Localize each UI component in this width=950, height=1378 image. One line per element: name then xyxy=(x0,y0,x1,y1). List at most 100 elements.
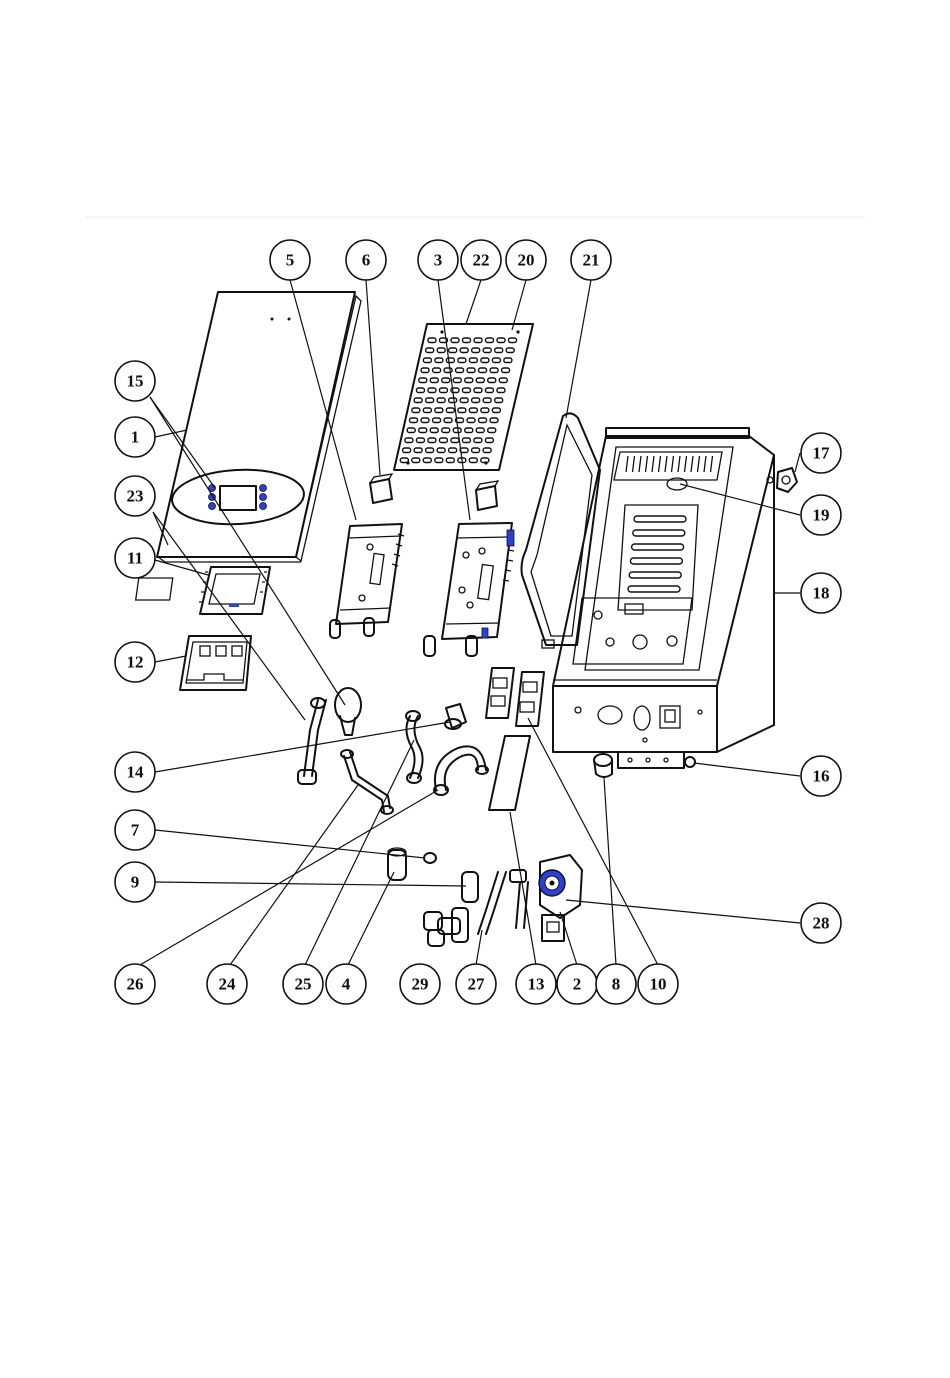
callout-3: 3 xyxy=(418,240,458,280)
svg-text:6: 6 xyxy=(362,251,371,270)
main-chassis-box xyxy=(553,428,774,752)
outlet-fitting xyxy=(594,754,612,777)
grille-slot xyxy=(444,368,452,373)
callout-29: 29 xyxy=(400,964,440,1004)
grille-slot xyxy=(476,428,484,433)
grille-slot xyxy=(451,438,459,443)
grille-slot xyxy=(456,368,464,373)
grille-slot xyxy=(446,408,454,413)
grille-slot xyxy=(472,348,480,353)
svg-text:26: 26 xyxy=(127,975,144,994)
svg-text:14: 14 xyxy=(127,763,145,782)
callout-1: 1 xyxy=(115,417,155,457)
grille-slot xyxy=(412,408,420,413)
chassis-vent xyxy=(646,456,648,472)
grille-slot xyxy=(465,378,473,383)
grille-slot xyxy=(421,368,429,373)
grille-slot xyxy=(483,348,491,353)
svg-text:8: 8 xyxy=(612,975,621,994)
chassis-slot xyxy=(633,530,685,536)
chassis-vent xyxy=(626,456,628,472)
grille-slot xyxy=(483,448,491,453)
chassis-vent xyxy=(698,456,700,472)
callout-22: 22 xyxy=(461,240,501,280)
grille-slot xyxy=(495,348,503,353)
pipe-25 xyxy=(406,711,423,783)
grille-slot xyxy=(458,358,466,363)
grille-slot xyxy=(451,338,459,343)
svg-text:17: 17 xyxy=(813,444,831,463)
grille-slot xyxy=(423,408,431,413)
grille-slot xyxy=(481,408,489,413)
chassis-vent xyxy=(685,456,687,472)
grille-slot xyxy=(485,388,493,393)
grille-slot xyxy=(504,358,512,363)
gasket-frame xyxy=(522,413,601,648)
svg-text:13: 13 xyxy=(528,975,545,994)
elbow-4 xyxy=(445,704,466,729)
fitting-17 xyxy=(777,468,797,492)
callout-27: 27 xyxy=(456,964,496,1004)
callout-26: 26 xyxy=(115,964,155,1004)
bracket-pair-10 xyxy=(486,668,544,726)
grille-slot xyxy=(490,418,498,423)
grille-slot xyxy=(462,438,470,443)
svg-text:16: 16 xyxy=(813,767,830,786)
grille-slot xyxy=(483,398,491,403)
grille-slot xyxy=(437,348,445,353)
grille-slot xyxy=(453,378,461,383)
grille-slot xyxy=(467,368,475,373)
grille-slot xyxy=(430,378,438,383)
chassis-slot xyxy=(630,558,682,564)
grille-slot xyxy=(439,388,447,393)
grille-slot xyxy=(497,388,505,393)
chassis-slot xyxy=(634,516,686,522)
grille-slot xyxy=(479,368,487,373)
grille-slot xyxy=(467,418,475,423)
grille-slot xyxy=(472,398,480,403)
svg-text:9: 9 xyxy=(131,873,140,892)
grille-slot xyxy=(433,368,441,373)
callout-17: 17 xyxy=(801,433,841,473)
grille-slot xyxy=(419,378,427,383)
grille-slot xyxy=(462,388,470,393)
grille-slot xyxy=(416,438,424,443)
svg-text:5: 5 xyxy=(286,251,295,270)
callout-18: 18 xyxy=(801,573,841,613)
chassis-vent xyxy=(665,456,667,472)
grille-slot xyxy=(430,428,438,433)
callout-2: 2 xyxy=(557,964,597,1004)
chassis-vent xyxy=(672,456,674,472)
grille-slot xyxy=(435,408,443,413)
callout-15: 15 xyxy=(115,361,155,401)
grille-slot xyxy=(509,338,517,343)
svg-text:2: 2 xyxy=(573,975,582,994)
callout-7: 7 xyxy=(115,810,155,850)
callout-8: 8 xyxy=(596,964,636,1004)
grille-slot xyxy=(460,348,468,353)
callout-28: 28 xyxy=(801,903,841,943)
chassis-vent xyxy=(639,456,641,472)
grille-slot xyxy=(419,428,427,433)
grille-slot xyxy=(476,378,484,383)
svg-text:22: 22 xyxy=(473,251,490,270)
callout-11: 11 xyxy=(115,538,155,578)
callout-16: 16 xyxy=(801,756,841,796)
grille-slot xyxy=(423,358,431,363)
grille-slot xyxy=(469,408,477,413)
svg-text:11: 11 xyxy=(127,549,143,568)
svg-text:15: 15 xyxy=(127,372,144,391)
grille-slot xyxy=(474,438,482,443)
callout-21: 21 xyxy=(571,240,611,280)
grille-slot xyxy=(474,338,482,343)
svg-text:18: 18 xyxy=(813,584,830,603)
callout-6: 6 xyxy=(346,240,386,280)
grille-slot xyxy=(488,378,496,383)
svg-text:7: 7 xyxy=(131,821,140,840)
grille-slot xyxy=(437,448,445,453)
grille-slot xyxy=(414,398,422,403)
grille-slot xyxy=(481,358,489,363)
callout-9: 9 xyxy=(115,862,155,902)
grille-slot xyxy=(426,398,434,403)
